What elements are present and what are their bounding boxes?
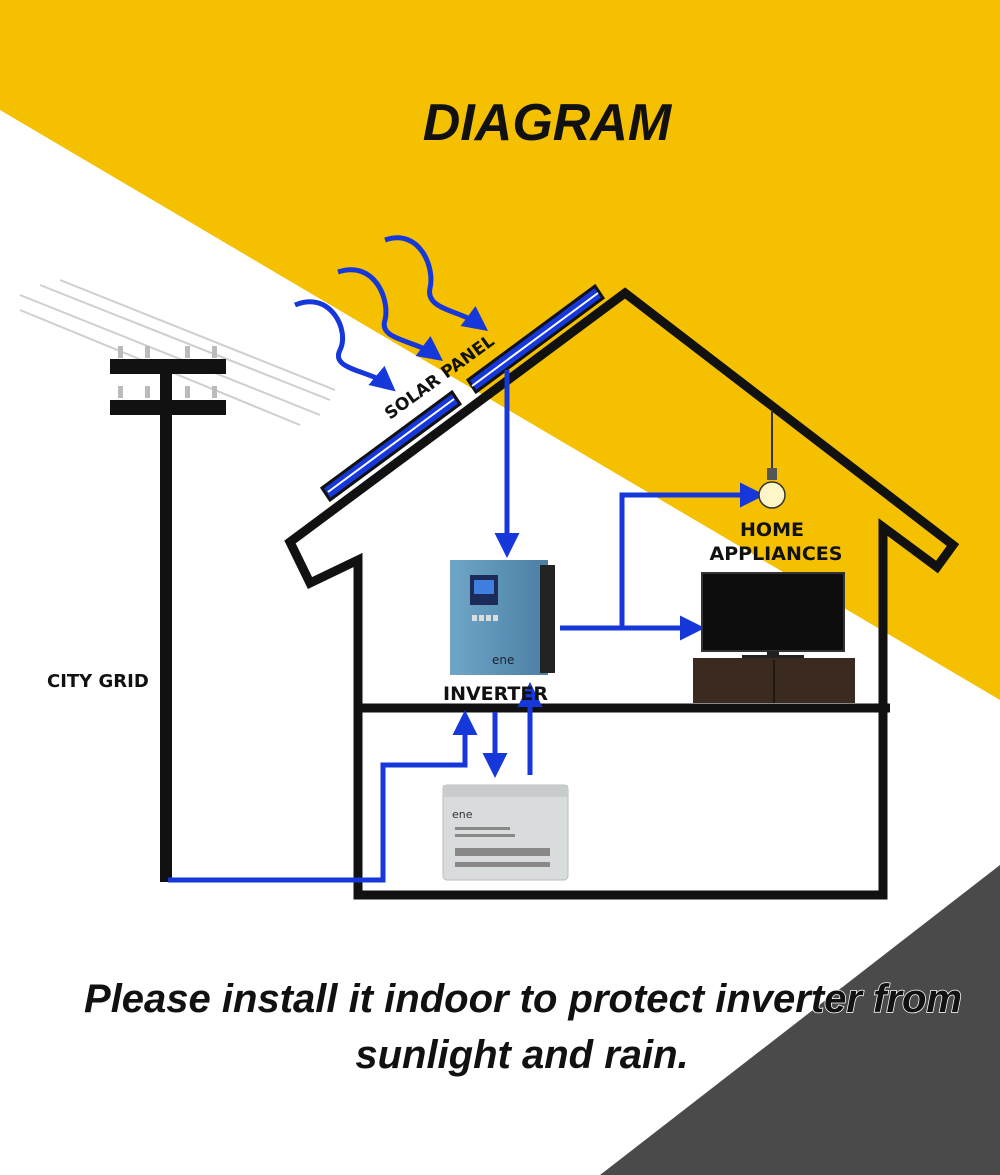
utility-pole bbox=[110, 346, 226, 882]
battery: ene bbox=[442, 784, 569, 881]
television-icon bbox=[701, 572, 845, 658]
city-grid-label: CITY GRID bbox=[47, 671, 149, 692]
solar-panel bbox=[319, 283, 606, 503]
battery-brand-logo: ene bbox=[452, 808, 473, 821]
sunlight-rays bbox=[294, 235, 489, 392]
footer-line-1: Please install it indoor to protect inve… bbox=[84, 977, 962, 1021]
inverter-brand-logo: ene bbox=[492, 653, 514, 667]
tv-cabinet bbox=[693, 658, 855, 703]
home-appliances-label-line2: APPLIANCES bbox=[710, 543, 843, 565]
dark-corner bbox=[600, 865, 1000, 1175]
inverter-label: INVERTER bbox=[443, 683, 548, 705]
yellow-background bbox=[0, 0, 1000, 700]
wires bbox=[168, 370, 765, 883]
home-appliances-label-line1: HOME bbox=[740, 519, 804, 541]
footer-line-2: sunlight and rain. bbox=[355, 1033, 688, 1077]
light-bulb-icon bbox=[758, 410, 786, 509]
page-title: DIAGRAM bbox=[423, 94, 673, 152]
inverter-device: ene bbox=[450, 560, 555, 675]
